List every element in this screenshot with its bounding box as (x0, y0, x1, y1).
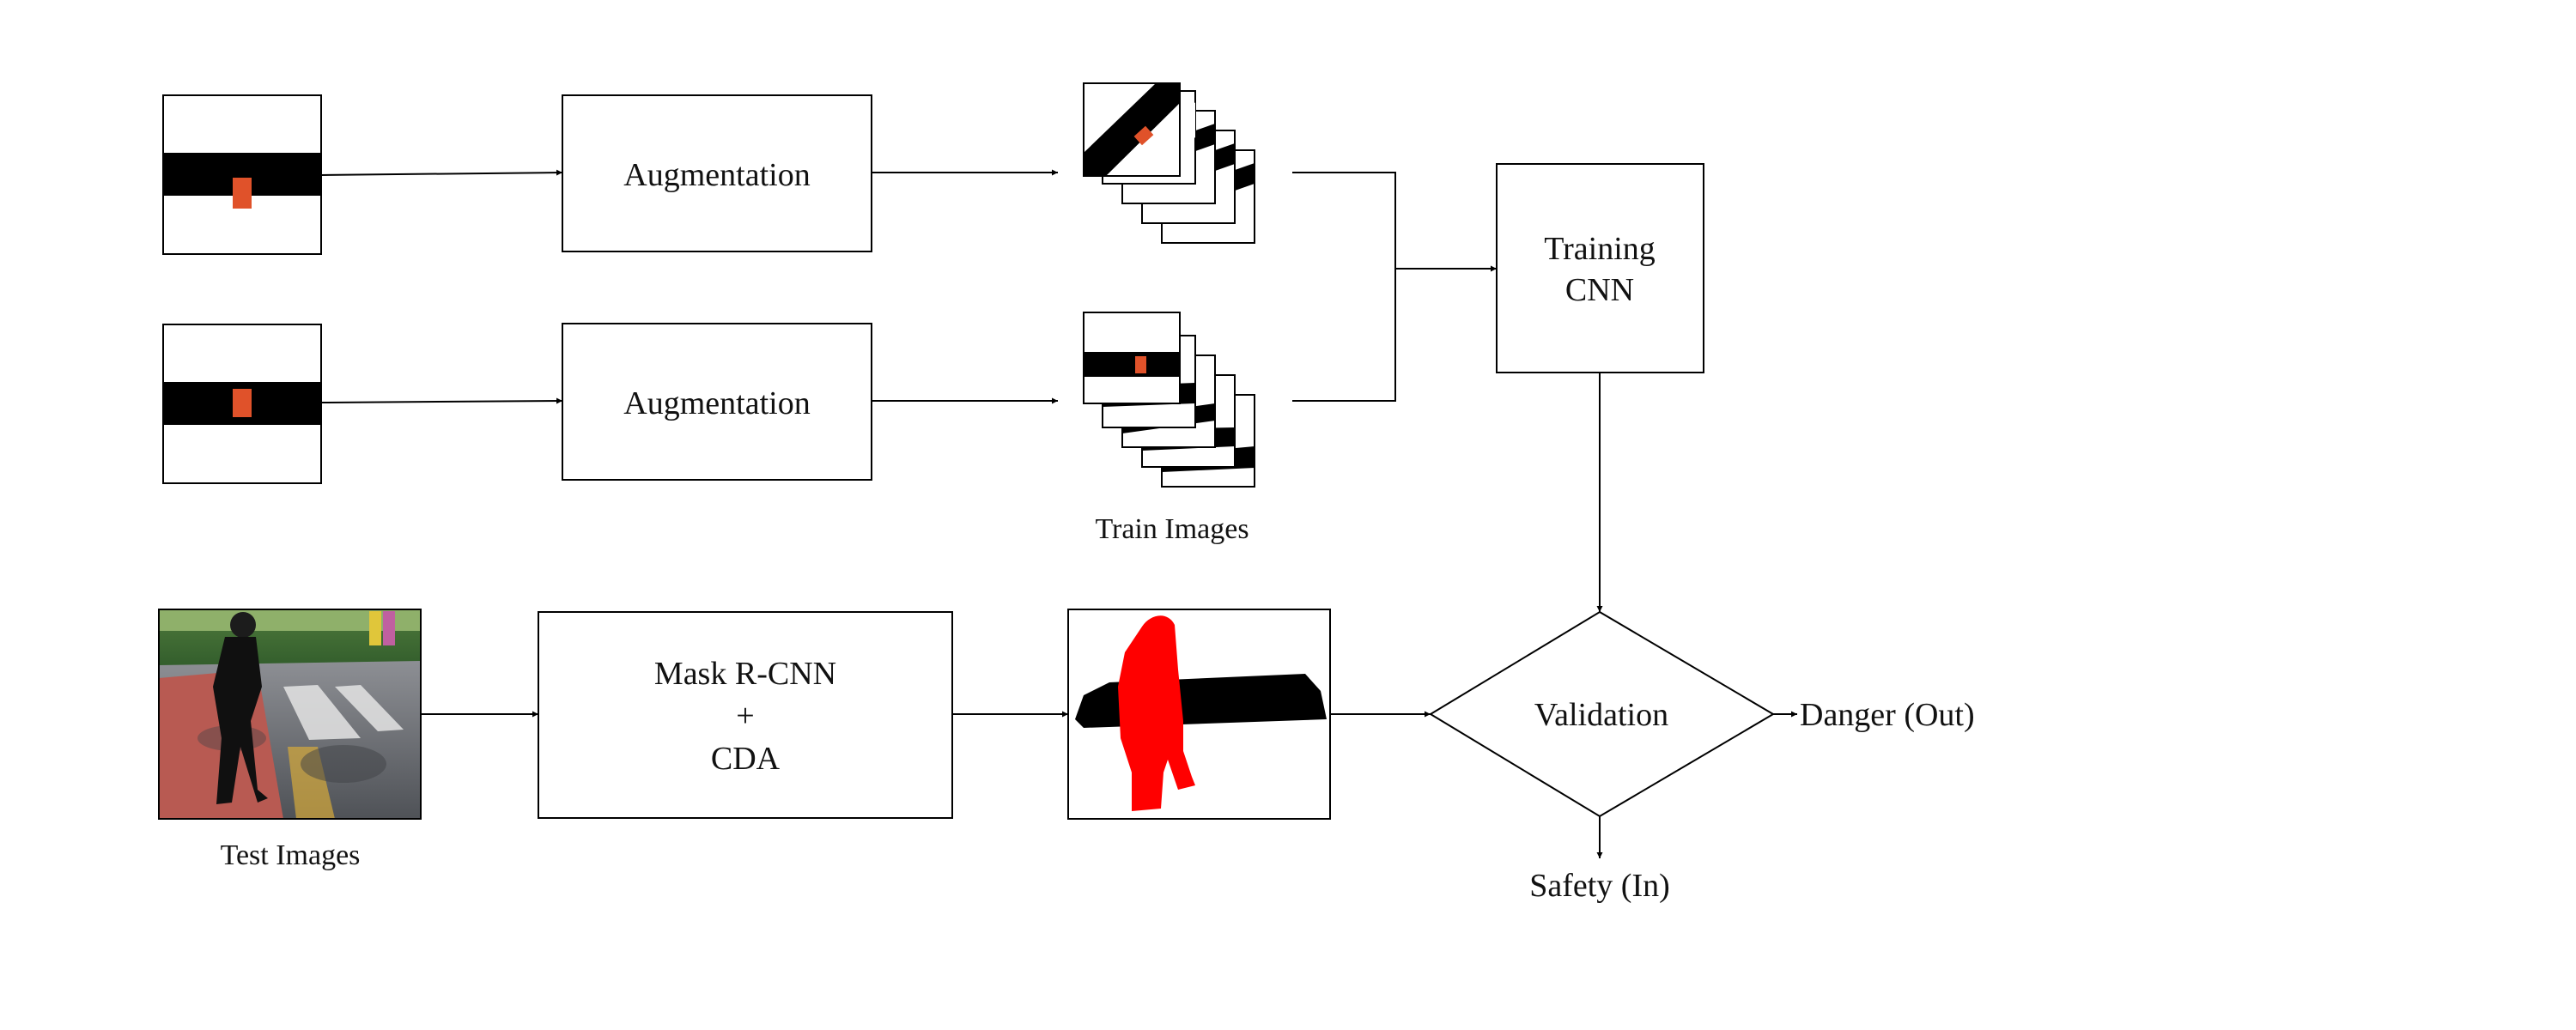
mask-label-line3: CDA (711, 741, 781, 777)
test-images-label: Test Images (221, 839, 361, 871)
augmented-image-stack-1 (1083, 82, 1255, 244)
marker-patch (233, 389, 252, 417)
augmented-image-stack-2 (1083, 312, 1255, 488)
danger-out-label: Danger (Out) (1800, 697, 1975, 733)
mask-label-line2: + (736, 698, 754, 734)
arrow-input1-to-aug1 (320, 169, 563, 176)
marker-patch (1133, 125, 1154, 146)
validation-label: Validation (1534, 697, 1668, 733)
arrow-input2-to-aug2 (320, 397, 563, 404)
validation-decision: Validation (1429, 610, 1775, 818)
marker-patch (1135, 356, 1146, 373)
augmentation-label-1: Augmentation (623, 157, 810, 193)
augmentation-box-2: Augmentation (562, 323, 872, 481)
merge-connector (1292, 172, 1396, 402)
segmentation-output-image (1067, 609, 1331, 820)
training-cnn-box: Training CNN (1496, 163, 1704, 373)
train-images-label: Train Images (1095, 513, 1249, 545)
input-image-horizontal-band-2 (162, 324, 322, 484)
safety-in-label: Safety (In) (1529, 868, 1670, 904)
training-label-line2: CNN (1565, 272, 1634, 308)
input-image-horizontal-band (162, 94, 322, 255)
mask-label-line1: Mask R-CNN (654, 656, 836, 692)
mask-rcnn-cda-box: Mask R-CNN + CDA (538, 611, 953, 819)
test-image-photo (158, 609, 422, 820)
training-label-line1: Training (1544, 231, 1656, 267)
marker-patch (233, 178, 252, 209)
augmentation-box-1: Augmentation (562, 94, 872, 252)
person-mask (1118, 615, 1195, 811)
augmentation-label-2: Augmentation (623, 385, 810, 421)
